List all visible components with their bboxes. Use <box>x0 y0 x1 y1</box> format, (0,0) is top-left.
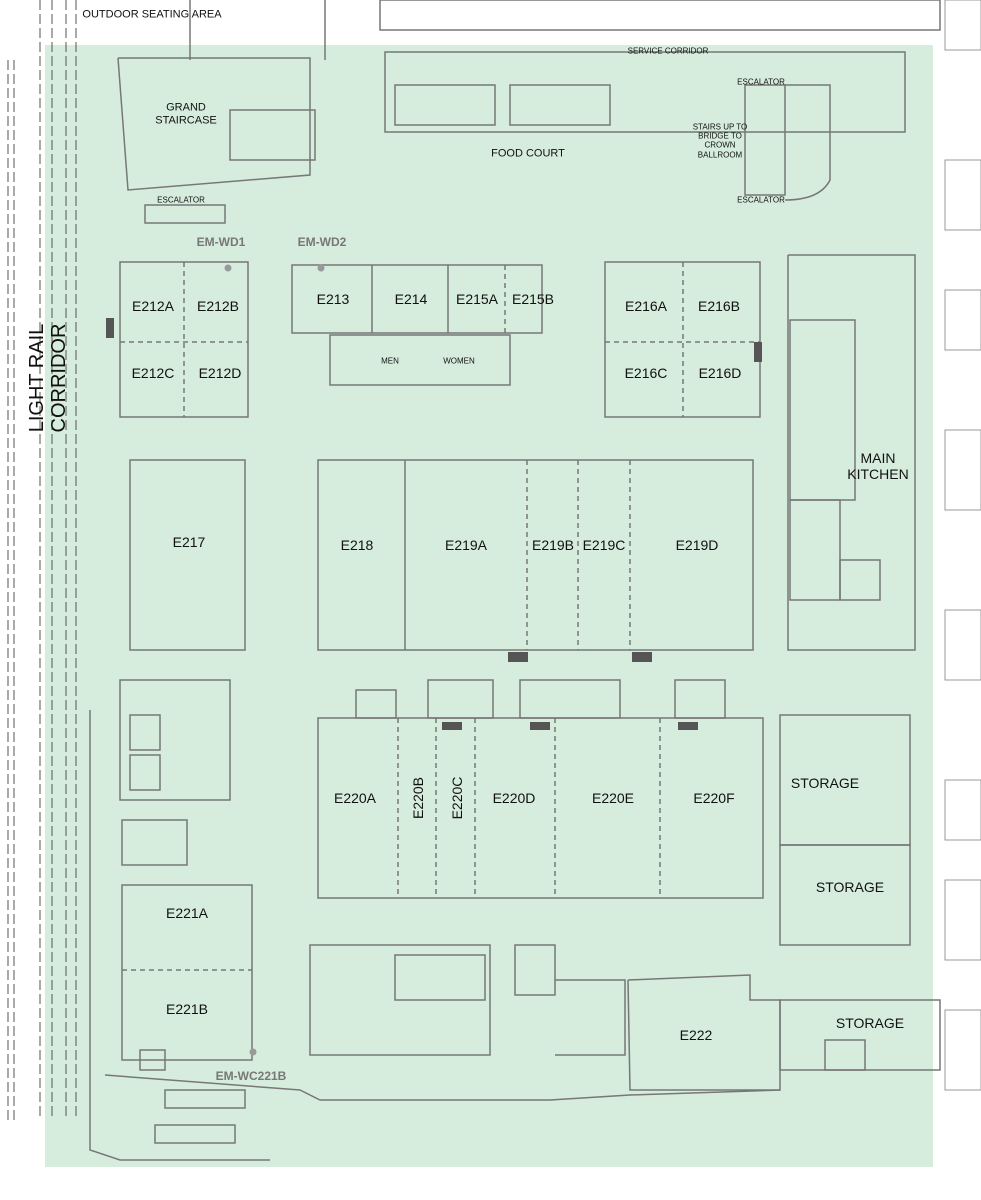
room-E220A: E220A <box>333 789 377 806</box>
room-E220E: E220E <box>591 789 635 806</box>
room-E212D: E212D <box>198 364 242 381</box>
light-rail-corridor-label: LIGHT RAIL CORRIDOR <box>26 323 70 433</box>
room-E212A: E212A <box>131 297 175 314</box>
room-E219D: E219D <box>675 536 719 553</box>
stairs-bridge-label: STAIRS UP TO BRIDGE TO CROWN BALLROOM <box>692 122 748 160</box>
food-court-label: FOOD COURT <box>491 147 565 160</box>
storage-label: STORAGE <box>835 1014 905 1031</box>
escalator-bottom-label: ESCALATOR <box>737 195 785 205</box>
service-corridor-label: SERVICE CORRIDOR <box>627 46 709 56</box>
room-E215B: E215B <box>511 290 555 307</box>
room-E216B: E216B <box>697 297 741 314</box>
room-E212B: E212B <box>196 297 240 314</box>
women-restroom-label: WOMEN <box>443 356 475 366</box>
room-E220C: E220C <box>448 776 465 820</box>
room-E214: E214 <box>394 290 428 307</box>
highlighted-zone <box>45 45 933 1167</box>
room-E222: E222 <box>679 1026 713 1043</box>
escalator-left-label: ESCALATOR <box>157 195 205 205</box>
room-E219A: E219A <box>444 536 488 553</box>
emergency-marker-wc221b[interactable] <box>249 1048 257 1056</box>
room-E220B: E220B <box>409 776 426 820</box>
room-E216C: E216C <box>624 364 668 381</box>
room-E221A: E221A <box>165 904 209 921</box>
room-E219B: E219B <box>531 536 575 553</box>
emergency-label-wd2: EM-WD2 <box>297 235 347 250</box>
room-E218: E218 <box>340 536 374 553</box>
room-E220F: E220F <box>693 789 735 806</box>
emergency-label-wc221b: EM-WC221B <box>215 1069 287 1084</box>
room-E219C: E219C <box>582 536 626 553</box>
room-E215A: E215A <box>455 290 499 307</box>
main-kitchen-label: MAIN KITCHEN <box>847 449 909 482</box>
storage-label: STORAGE <box>815 878 885 895</box>
room-E212C: E212C <box>131 364 175 381</box>
room-E216A: E216A <box>624 297 668 314</box>
room-E220D: E220D <box>492 789 536 806</box>
men-restroom-label: MEN <box>381 356 399 366</box>
rail-tracks <box>7 0 77 1120</box>
storage-label: STORAGE <box>790 774 860 791</box>
emergency-marker-wd1[interactable] <box>224 264 232 272</box>
emergency-label-wd1: EM-WD1 <box>196 235 246 250</box>
escalator-top-label: ESCALATOR <box>737 77 785 87</box>
room-E217: E217 <box>172 533 206 550</box>
room-E216D: E216D <box>698 364 742 381</box>
room-E213: E213 <box>316 290 350 307</box>
outdoor-seating-label: OUTDOOR SEATING AREA <box>82 8 222 21</box>
emergency-marker-wd2[interactable] <box>317 264 325 272</box>
grand-staircase-label: GRAND STAIRCASE <box>155 101 217 126</box>
room-E221B: E221B <box>165 1000 209 1017</box>
